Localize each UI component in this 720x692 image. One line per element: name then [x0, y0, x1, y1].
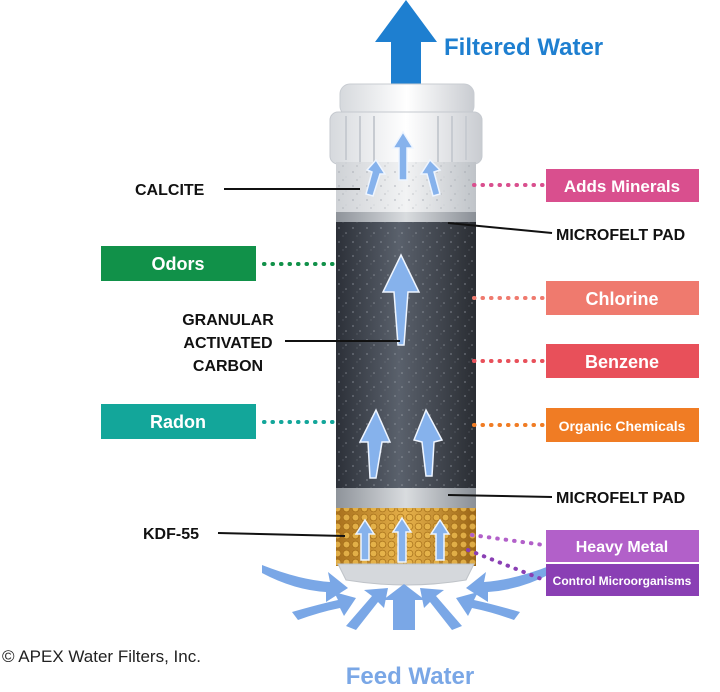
flow-arrow-icons [354, 130, 451, 563]
kdf-leader [217, 532, 346, 537]
carbon-label-line3: CARBON [193, 358, 263, 375]
carbon-label-line1: GRANULAR [182, 312, 274, 329]
microfelt-bottom-label: MICROFELT PAD [556, 490, 685, 507]
tag-adds-minerals: Adds Minerals [546, 169, 699, 202]
kdf-label: KDF-55 [143, 526, 199, 543]
filtered-water-title: Filtered Water [444, 34, 603, 61]
feed-water-title: Feed Water [346, 663, 474, 690]
calcite-label: CALCITE [135, 182, 205, 199]
heavy-metal-connector [470, 533, 546, 547]
control-microorganisms-connector [466, 548, 546, 582]
tag-control-microorganisms-text: Control Microorganisms [553, 574, 692, 588]
microfelt-pad-top [336, 212, 476, 224]
tag-chlorine-text: Chlorine [585, 289, 658, 309]
microfelt-top-leader [447, 222, 553, 234]
tag-adds-minerals-text: Adds Minerals [564, 177, 680, 196]
tag-chlorine: Chlorine [546, 281, 699, 315]
copyright-text: © APEX Water Filters, Inc. [2, 647, 201, 666]
microfelt-bottom-leader [447, 494, 553, 498]
tag-benzene-text: Benzene [585, 352, 659, 372]
tag-control-microorganisms: Control Microorganisms [546, 564, 699, 596]
tag-odors-text: Odors [151, 254, 204, 274]
tag-organic-chemicals-text: Organic Chemicals [559, 418, 686, 434]
carbon-label-line2: ACTIVATED [183, 335, 272, 352]
tag-odors: Odors [101, 246, 256, 281]
tag-radon-text: Radon [150, 412, 206, 432]
microfelt-pad-bottom [336, 488, 476, 510]
tag-organic-chemicals: Organic Chemicals [546, 408, 699, 442]
filter-base [337, 563, 475, 586]
tag-radon: Radon [101, 404, 256, 439]
outlet-arrow-icon [375, 0, 437, 90]
microfelt-top-label: MICROFELT PAD [556, 227, 685, 244]
tag-heavy-metal: Heavy Metal [546, 530, 699, 562]
tag-heavy-metal-text: Heavy Metal [576, 539, 669, 556]
tag-benzene: Benzene [546, 344, 699, 378]
